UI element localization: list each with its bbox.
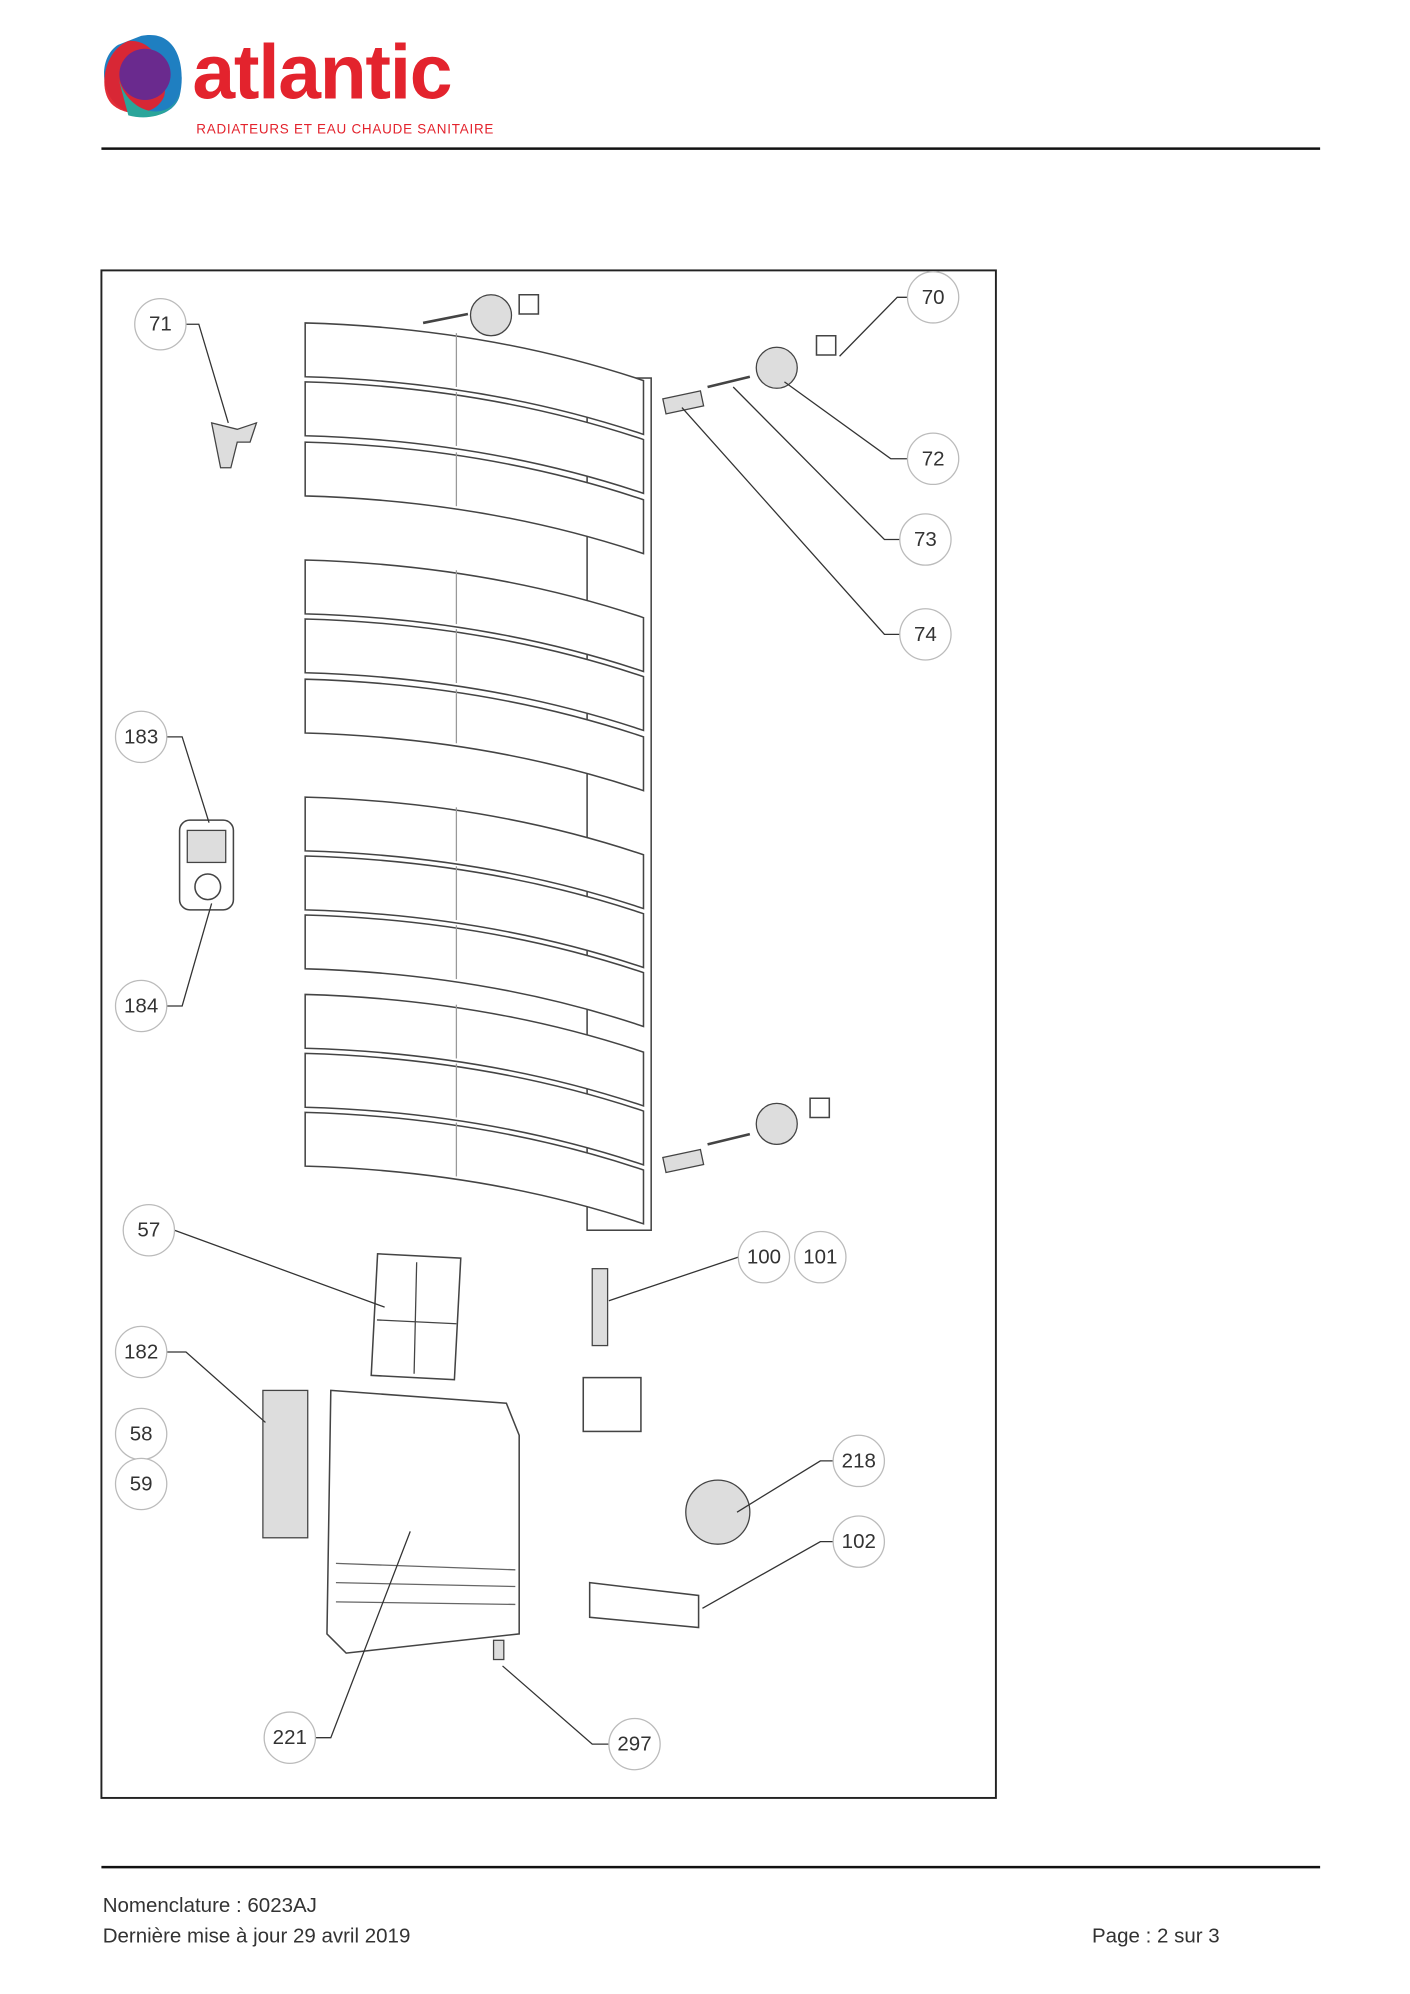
atlantic-logo: atlantic RADIATEURS ET EAU CHAUDE SANITA… — [104, 30, 494, 136]
svg-text:182: 182 — [124, 1340, 158, 1363]
radiator-slats — [304, 322, 645, 1225]
wall-spacer — [469, 294, 513, 337]
callout-101: 101 — [794, 1230, 847, 1284]
radiator-slat — [304, 855, 645, 969]
footer-nomenclature: Nomenclature : 6023AJ — [103, 1894, 317, 1917]
footer-page-number: Page : 2 sur 3 — [1092, 1925, 1220, 1948]
radiator-slat — [304, 993, 645, 1107]
radiator-slat — [304, 618, 645, 732]
callout-184: 184 — [114, 979, 168, 1033]
radiator-slat — [304, 914, 645, 1028]
callout-57: 57 — [122, 1203, 176, 1257]
radiator-slat — [304, 441, 645, 555]
logo-word: atlantic — [192, 30, 451, 116]
callout-297: 297 — [608, 1717, 661, 1771]
svg-text:218: 218 — [842, 1449, 876, 1472]
callout-72: 72 — [906, 432, 960, 486]
svg-text:221: 221 — [273, 1726, 307, 1749]
callout-71: 71 — [134, 297, 187, 351]
radiator-slat — [304, 1052, 645, 1166]
fan-heater-casing — [326, 1389, 520, 1654]
logo-tagline: RADIATEURS ET EAU CHAUDE SANITAIRE — [196, 121, 494, 136]
footer-updated: Dernière mise à jour 29 avril 2019 — [103, 1925, 411, 1948]
svg-text:59: 59 — [130, 1472, 153, 1495]
callout-221: 221 — [263, 1711, 317, 1764]
svg-text:184: 184 — [124, 994, 158, 1017]
callout-58: 58 — [114, 1407, 168, 1461]
radiator-slat — [304, 322, 645, 436]
svg-text:100: 100 — [747, 1246, 781, 1269]
svg-text:71: 71 — [149, 313, 172, 336]
radiator-slat — [304, 559, 645, 673]
radiator-slat — [304, 381, 645, 495]
callout-70: 70 — [906, 271, 960, 324]
exploded-view — [178, 293, 837, 1661]
leader-lines — [166, 296, 908, 1745]
radiator-slat — [304, 1111, 645, 1225]
callout-102: 102 — [832, 1515, 886, 1568]
svg-text:102: 102 — [842, 1530, 876, 1553]
svg-text:73: 73 — [914, 528, 937, 551]
svg-text:72: 72 — [922, 447, 945, 470]
svg-text:101: 101 — [803, 1246, 837, 1269]
callout-182: 182 — [114, 1325, 168, 1379]
svg-text:57: 57 — [137, 1219, 160, 1242]
svg-text:297: 297 — [617, 1733, 651, 1756]
callout-74: 74 — [899, 608, 952, 661]
svg-text:183: 183 — [124, 725, 158, 748]
callout-183: 183 — [114, 710, 168, 764]
callout-59: 59 — [114, 1457, 168, 1511]
svg-text:70: 70 — [922, 286, 945, 309]
radiator-slat — [304, 796, 645, 910]
svg-text:74: 74 — [914, 623, 937, 646]
svg-text:58: 58 — [130, 1422, 153, 1445]
callout-100: 100 — [737, 1230, 791, 1284]
callout-73: 73 — [899, 513, 952, 566]
radiator-slat — [304, 678, 645, 792]
callout-218: 218 — [832, 1434, 886, 1488]
